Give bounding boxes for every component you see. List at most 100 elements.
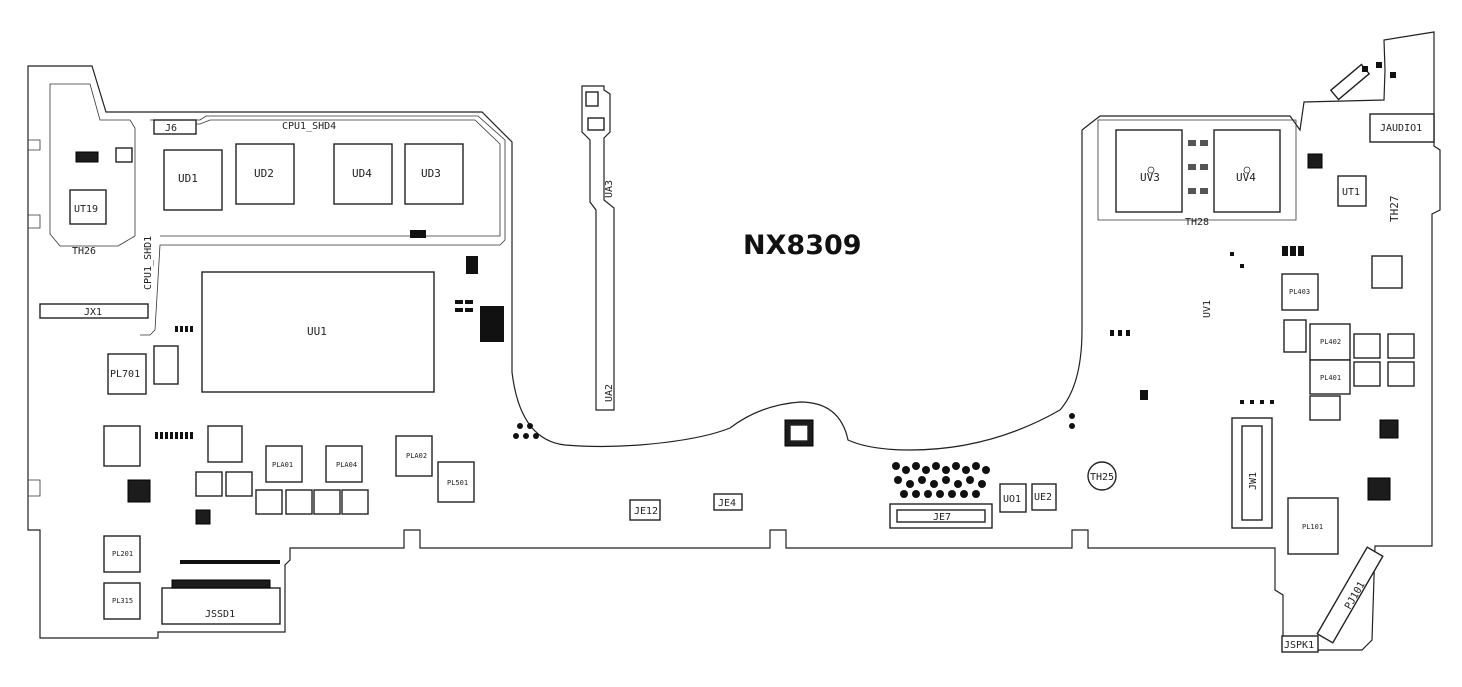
label-cpu-shd1: CPU1_SHD1 — [143, 236, 154, 290]
thermistor-th25 — [1087, 461, 1117, 491]
label-pla04: PLA04 — [336, 461, 357, 469]
chip-dark-right-lower — [1367, 477, 1391, 501]
connector-jx1 — [39, 303, 149, 319]
inductor-pl201 — [103, 535, 141, 573]
mosfet-right-2 — [1387, 333, 1415, 359]
capacitor-near-pl701 — [153, 345, 179, 385]
pad-cluster-left — [155, 230, 504, 564]
label-pl101: PL101 — [1302, 523, 1323, 531]
flex-connector-top — [585, 91, 599, 107]
connector-pj101 — [1316, 546, 1384, 644]
inductor-small-row-2 — [225, 471, 253, 497]
capacitor-right-lower — [1309, 395, 1341, 421]
left-edge-notch — [28, 139, 41, 151]
label-jaudio1: JAUDIO1 — [1380, 123, 1422, 134]
chip-ud4 — [333, 143, 393, 205]
label-je4: JE4 — [718, 498, 736, 509]
inductor-left-mid — [103, 425, 141, 467]
label-pl701: PL701 — [110, 369, 140, 380]
left-edge-notch-2 — [28, 214, 41, 229]
chip-dark-lower-left — [127, 479, 151, 503]
chip-center-qfn-inner — [789, 424, 809, 442]
connector-jssd1-pins — [171, 579, 271, 589]
flex-connector-mid — [587, 117, 605, 131]
label-pla01: PLA01 — [272, 461, 293, 469]
ball-cluster-je7 — [513, 413, 1075, 498]
chip-ua1 — [1371, 255, 1403, 289]
chip-dark-lower-middle — [195, 509, 211, 525]
connector-jw1-slot — [1241, 425, 1263, 521]
label-pla02: PLA02 — [406, 452, 427, 460]
chip-uv3 — [1115, 129, 1183, 213]
label-pl402: PL402 — [1320, 338, 1341, 346]
label-ua2: UA2 — [604, 384, 615, 402]
left-edge-notch-3 — [28, 479, 41, 497]
inductor-pl401 — [1309, 359, 1351, 395]
capacitor-right — [1283, 319, 1307, 353]
pad-cluster-right — [1110, 62, 1396, 404]
inductor-pl315 — [103, 582, 141, 620]
inductor-pl101 — [1287, 497, 1339, 555]
chip-top-left-small — [115, 147, 133, 163]
label-ud2: UD2 — [254, 167, 274, 180]
inductor-center-left — [207, 425, 243, 463]
chip-ud3 — [404, 143, 464, 205]
chip-ut19 — [69, 189, 107, 225]
pad-cluster-gpu — [1188, 140, 1208, 194]
label-ud3: UD3 — [421, 167, 441, 180]
cpu-shield-outline — [140, 115, 506, 336]
chip-uu1 — [201, 271, 435, 393]
inductor-small-row-4 — [285, 489, 313, 515]
connector-je4 — [713, 493, 743, 511]
connector-j6 — [153, 119, 197, 135]
connector-jssd1 — [161, 587, 281, 625]
left-board-outline — [27, 31, 1441, 651]
connector-je12 — [629, 499, 661, 521]
label-uo1: UO1 — [1003, 494, 1021, 505]
mosfet-right-1 — [1353, 333, 1381, 359]
label-th26: TH26 — [72, 246, 96, 257]
label-jspk1: JSPK1 — [1284, 640, 1314, 651]
inductor-pl403 — [1281, 273, 1319, 311]
label-pl315: PL315 — [112, 597, 133, 605]
label-pl501: PL501 — [447, 479, 468, 487]
label-pl201: PL201 — [112, 550, 133, 558]
inductor-small-row-3 — [255, 489, 283, 515]
inductor-pla04 — [325, 445, 363, 483]
mosfet-right-4 — [1387, 361, 1415, 387]
label-je7: JE7 — [933, 512, 951, 523]
inductor-pl701 — [107, 353, 147, 395]
chip-ud1 — [163, 149, 223, 211]
connector-je7-slot — [896, 509, 986, 523]
label-je12: JE12 — [634, 506, 658, 517]
label-ud1: UD1 — [178, 172, 198, 185]
label-uv1: UV1 — [1202, 300, 1213, 318]
label-ue2: UE2 — [1034, 492, 1052, 503]
label-th25: TH25 — [1090, 472, 1114, 483]
label-uv4: UV4 — [1236, 171, 1256, 184]
label-ud4: UD4 — [352, 167, 372, 180]
inductor-small-row-5 — [313, 489, 341, 515]
chip-dark-right-mid — [1379, 419, 1399, 439]
inductor-small-row-6 — [341, 489, 369, 515]
top-left-module-outline — [49, 83, 136, 247]
inductor-pla02 — [395, 435, 433, 477]
label-jssd1: JSSD1 — [205, 609, 235, 620]
label-uv3: UV3 — [1140, 171, 1160, 184]
connector-jspk1 — [1281, 635, 1319, 653]
mosfet-right-3 — [1353, 361, 1381, 387]
chip-uv4 — [1213, 129, 1281, 213]
chip-uo1 — [999, 483, 1027, 513]
chip-uv4-pin1 — [1243, 166, 1251, 174]
label-jw1: JW1 — [1248, 472, 1259, 490]
label-cpu-shd4: CPU1_SHD4 — [282, 121, 336, 132]
middle-flex-outline — [581, 85, 615, 411]
gpu-shield-outline — [1097, 119, 1297, 221]
label-pl401: PL401 — [1320, 374, 1341, 382]
inductor-pla01 — [265, 445, 303, 483]
chip-ud2 — [235, 143, 295, 205]
inductor-pl402 — [1309, 323, 1351, 361]
label-j6: J6 — [165, 123, 177, 134]
connector-jaudio1 — [1369, 113, 1435, 143]
